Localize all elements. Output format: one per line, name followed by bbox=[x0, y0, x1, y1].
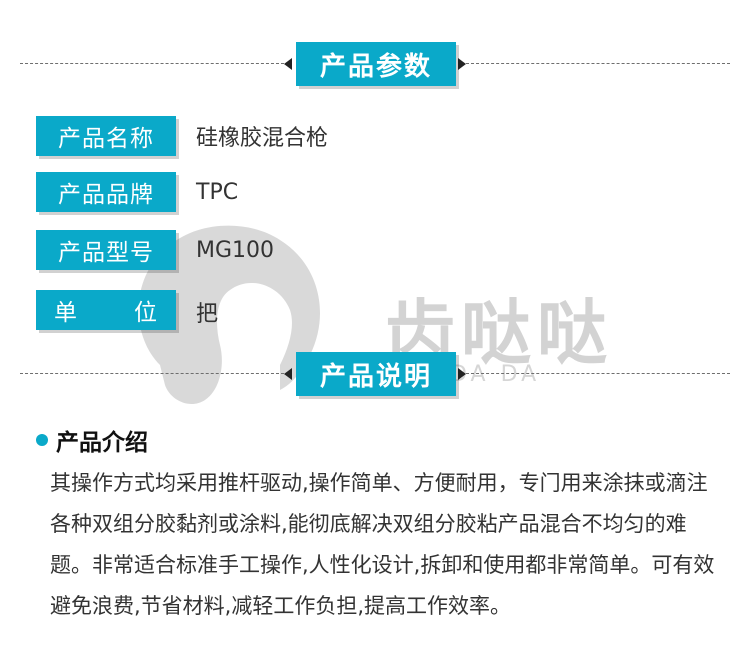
param-label-unit: 单 位 bbox=[36, 290, 176, 330]
param-label-name: 产品名称 bbox=[36, 116, 176, 156]
param-value-brand: TPC bbox=[196, 179, 239, 205]
desc-divider: 产品说明 bbox=[20, 352, 730, 396]
params-divider: 产品参数 bbox=[20, 42, 730, 86]
intro-body: 其操作方式均采用推杆驱动,操作简单、方便耐用，专门用来涂抹或滴注各种双组分胶黏剂… bbox=[50, 471, 715, 618]
bullet-dot-icon bbox=[36, 434, 48, 446]
intro-heading: 产品介绍 bbox=[36, 424, 148, 456]
divider-line-right bbox=[466, 373, 730, 374]
param-label-model: 产品型号 bbox=[36, 230, 176, 270]
section-title-desc: 产品说明 bbox=[296, 352, 456, 396]
param-value-unit: 把 bbox=[196, 302, 219, 327]
param-label-unit-b: 位 bbox=[134, 300, 158, 326]
param-label-brand: 产品品牌 bbox=[36, 172, 176, 212]
divider-line-left bbox=[20, 63, 284, 64]
divider-line-right bbox=[466, 63, 730, 64]
param-value-model: MG100 bbox=[196, 237, 275, 263]
param-label-unit-a: 单 bbox=[54, 300, 78, 326]
triangle-left-icon bbox=[284, 368, 292, 380]
triangle-right-icon bbox=[458, 368, 466, 380]
triangle-right-icon bbox=[458, 58, 466, 70]
triangle-left-icon bbox=[284, 58, 292, 70]
section-title-params: 产品参数 bbox=[296, 42, 456, 86]
param-value-name: 硅橡胶混合枪 bbox=[196, 126, 329, 151]
intro-heading-text: 产品介绍 bbox=[56, 430, 148, 456]
divider-line-left bbox=[20, 373, 284, 374]
